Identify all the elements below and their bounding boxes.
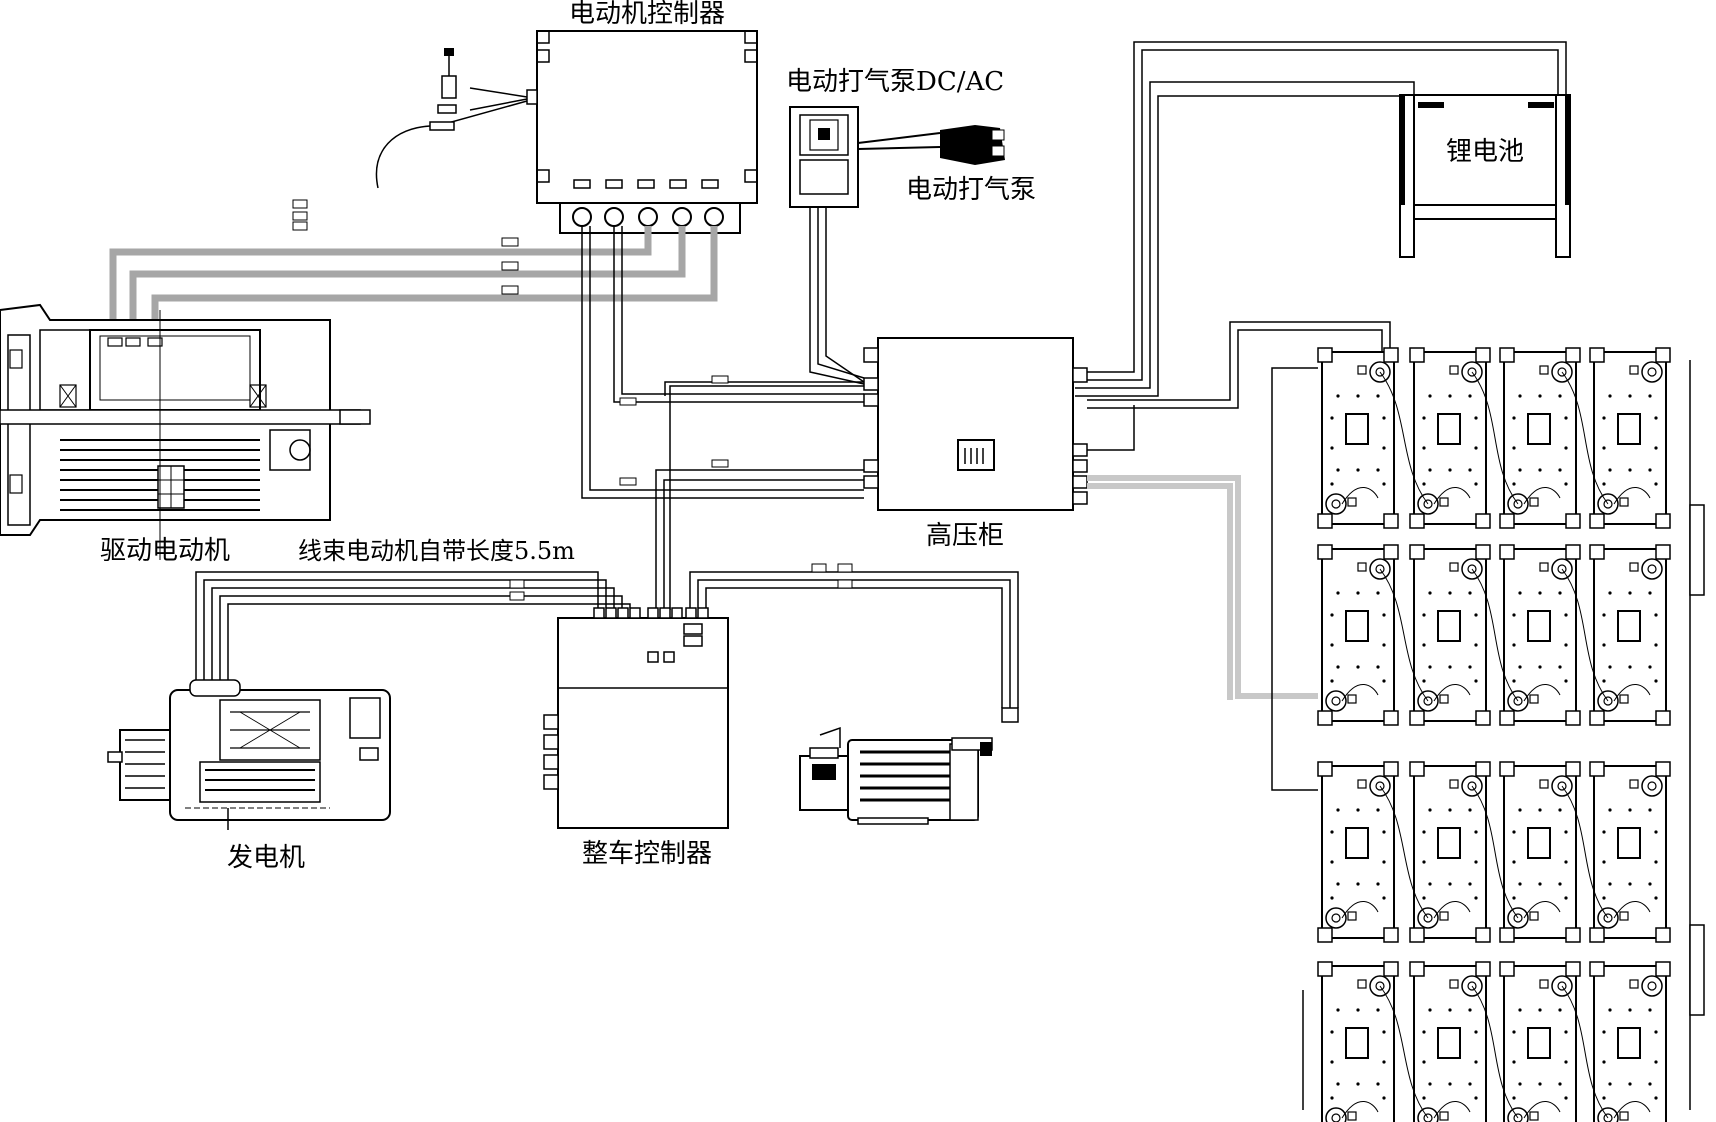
module-link [1561,371,1609,505]
hv-cabinet [863,337,1088,511]
harness-note: 线束电动机自带长度5.5m [298,537,575,565]
pump-hv-cables [809,207,865,385]
cable-markers-4 [811,563,853,589]
battery-module [1409,544,1491,726]
vehicle-controller [543,607,729,829]
module-link [1561,568,1609,702]
module-link [1471,985,1519,1119]
air-pump-motor [799,726,993,825]
battery-module [1317,544,1399,726]
battery-module [1499,761,1581,943]
vehicle-controller-label: 整车控制器 [582,839,712,869]
battery-module [1317,347,1399,529]
battery-module [1409,761,1491,943]
generator-label: 发电机 [227,843,305,873]
module-link [1379,371,1429,505]
air-pump-dcac [789,106,941,208]
drive-motor-label: 驱动电动机 [100,536,230,566]
battery-module [1499,544,1581,726]
battery-module [1317,761,1399,943]
generator-cables [195,571,631,688]
air-pump-dcac-label: 电动打气泵DC/AC [786,67,1004,97]
motor-phase-cables [109,226,718,328]
module-link [1561,985,1609,1119]
battery-module [1409,347,1491,529]
battery-module [1589,961,1671,1122]
controller-hv-cables [581,226,864,610]
module-link [1471,568,1519,702]
battery-hv-cables [1075,41,1567,451]
module-link [1561,785,1609,919]
battery-module [1317,961,1399,1122]
air-pump-label: 电动打气泵 [906,175,1036,205]
module-link [1471,785,1519,919]
module-link [1471,371,1519,505]
cable-markers-2 [619,375,729,486]
motor-controller-label: 电动机控制器 [569,0,725,29]
battery-module [1499,961,1581,1122]
battery-module [1499,347,1581,529]
battery-pack-wiring [1087,321,1705,1110]
battery-module-grid [1317,347,1671,1122]
battery-module [1409,961,1491,1122]
battery-module [1589,761,1671,943]
generator [107,679,391,830]
air-pump [940,125,1005,165]
lithium-battery-label: 锂电池 [1446,137,1524,167]
motor-controller [375,30,758,234]
battery-module [1589,347,1671,529]
module-link [1379,985,1429,1119]
module-link [1379,568,1429,702]
lithium-battery [1399,94,1571,258]
module-link [1379,785,1429,919]
battery-module [1589,544,1671,726]
cable-markers [292,199,519,295]
cable-markers-3 [509,579,525,601]
drive-motor [0,303,371,560]
hv-cabinet-label: 高压柜 [926,521,1004,551]
pump-motor-cables [689,571,1019,708]
